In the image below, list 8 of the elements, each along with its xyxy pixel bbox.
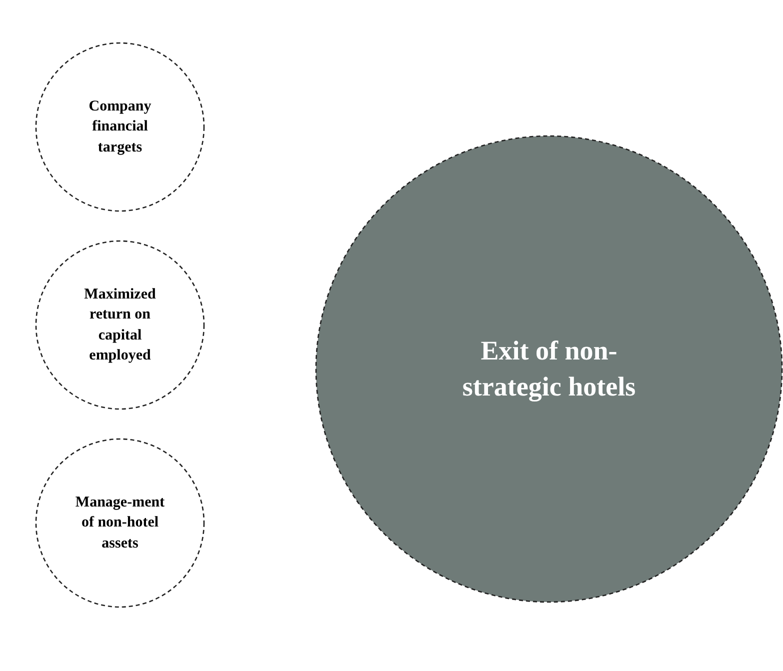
circle-label: Manage-ment of non-hotel assets [75, 494, 165, 554]
circle-label: Company financial targets [88, 98, 152, 158]
circle-label: Exit of non-strategic hotels [461, 334, 637, 404]
dashed-circle [35, 240, 205, 410]
dashed-circle [315, 135, 783, 603]
dashed-circle [35, 42, 205, 212]
circle-label: Maximized return on capital employed [83, 286, 157, 366]
dashed-circle [35, 438, 205, 608]
